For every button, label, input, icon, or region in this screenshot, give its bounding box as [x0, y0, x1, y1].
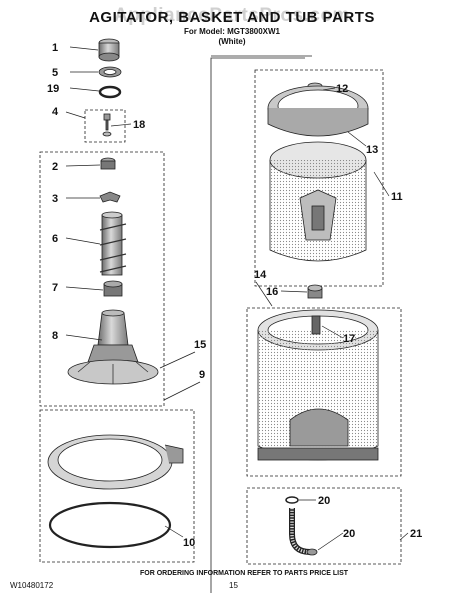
callout-7: 7: [52, 282, 58, 294]
dogs-ring-part: [103, 280, 123, 297]
callout-5: 5: [52, 67, 58, 79]
callout-1: 1: [52, 42, 58, 54]
page-number: 15: [229, 581, 238, 590]
hose-clamp-part: [285, 496, 299, 504]
callout-2: 2: [52, 161, 58, 173]
diagram-title: AGITATOR, BASKET AND TUB PARTS: [89, 9, 375, 26]
drain-hose-part: [289, 508, 318, 556]
callout-3: 3: [52, 193, 58, 205]
seal-ring-part: [98, 85, 122, 99]
cam-part: [99, 191, 121, 203]
wash-basket-part: [269, 141, 367, 262]
callout-13: 13: [366, 144, 378, 156]
agitator-cap-part: [98, 38, 120, 62]
agitator-top-cap: [100, 157, 116, 170]
callout-numbers: 1 5 19 4 18 2 3 6 7 8 15 9 10 12 13 11 1…: [47, 42, 422, 549]
callout-14: 14: [254, 269, 267, 281]
model-line: For Model: MGT3800XW1: [183, 27, 280, 36]
tub-fitting-part: [307, 284, 323, 299]
ordering-note: FOR ORDERING INFORMATION REFER TO PARTS …: [140, 570, 349, 577]
agitator-assembly-box: [39, 151, 165, 407]
callout-19: 19: [47, 83, 59, 95]
callout-6: 6: [52, 233, 58, 245]
callout-18: 18: [133, 119, 145, 131]
callout-17: 17: [343, 333, 355, 345]
document-code: W10480172: [10, 581, 54, 590]
leader-15: [159, 351, 196, 369]
agitator-auger-part: [99, 211, 127, 276]
connector-lines: [210, 55, 312, 593]
bolt-group-box: [84, 109, 126, 143]
color-line: (White): [218, 37, 246, 46]
tub-ring-part: [47, 434, 184, 549]
tub-ring-box: [39, 409, 195, 563]
agitator-base-part: [67, 309, 159, 385]
callout-20-hose: 20: [343, 528, 355, 540]
callout-15: 15: [194, 339, 206, 351]
callout-12: 12: [336, 83, 348, 95]
balance-ring-part: [267, 85, 369, 137]
callout-11: 11: [391, 191, 403, 203]
drain-hose-box: [246, 487, 402, 565]
bolt-part: [102, 113, 112, 137]
callout-20-clamp: 20: [318, 495, 330, 507]
callout-16: 16: [266, 286, 278, 298]
callout-8: 8: [52, 330, 58, 342]
callout-10: 10: [183, 537, 195, 549]
watermark-text: AppliancePartsPros.com: [114, 5, 350, 26]
callout-21: 21: [410, 528, 422, 540]
spindle-part: [311, 315, 321, 335]
callout-4: 4: [52, 106, 59, 118]
leader-lines: [65, 46, 409, 551]
callout-9: 9: [199, 369, 205, 381]
clip-ring-part: [98, 66, 122, 78]
tub-assembly-box: [246, 307, 402, 477]
leader-9: [163, 381, 201, 401]
